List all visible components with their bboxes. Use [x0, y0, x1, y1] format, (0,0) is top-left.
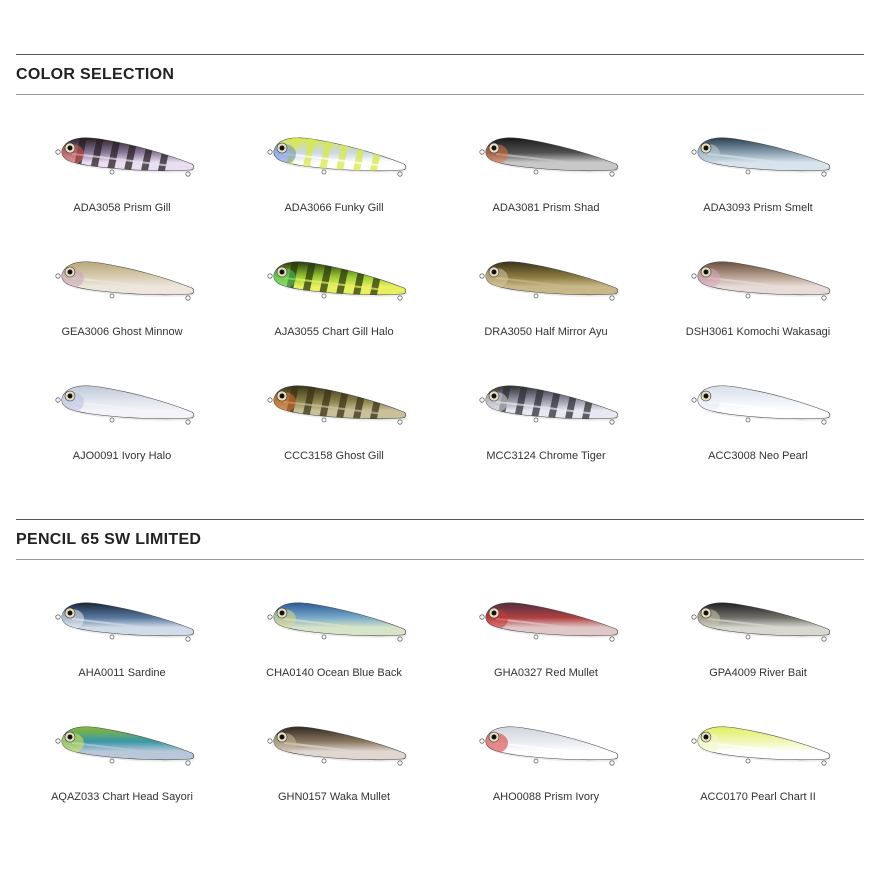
product-label[interactable]: CCC3158 Ghost Gill	[284, 450, 384, 462]
lure-icon[interactable]	[476, 593, 624, 649]
product-item[interactable]: CHA0140 Ocean Blue Back	[228, 593, 440, 693]
product-label[interactable]: MCC3124 Chrome Tiger	[486, 450, 606, 462]
lure-icon[interactable]	[264, 252, 412, 308]
lure-icon[interactable]	[52, 717, 200, 773]
lure-icon[interactable]	[264, 593, 412, 649]
product-item[interactable]: ACC3008 Neo Pearl	[652, 376, 864, 476]
product-label[interactable]: AJO0091 Ivory Halo	[72, 450, 172, 462]
product-label[interactable]: ACC0170 Pearl Chart II	[700, 791, 816, 803]
product-item[interactable]: ADA3081 Prism Shad	[440, 128, 652, 228]
product-item[interactable]: DSH3061 Komochi Wakasagi	[652, 252, 864, 352]
lure-icon[interactable]	[688, 376, 836, 432]
product-item[interactable]: AHO0088 Prism Ivory	[440, 717, 652, 817]
section-bottom-rule	[16, 94, 864, 95]
lure-icon[interactable]	[264, 376, 412, 432]
product-label[interactable]: DRA3050 Half Mirror Ayu	[484, 326, 608, 338]
product-label[interactable]: CHA0140 Ocean Blue Back	[266, 667, 402, 679]
product-label[interactable]: AHA0011 Sardine	[78, 667, 166, 679]
product-label[interactable]: ADA3066 Funky Gill	[284, 202, 384, 214]
product-item[interactable]: ADA3066 Funky Gill	[228, 128, 440, 228]
product-item[interactable]: CCC3158 Ghost Gill	[228, 376, 440, 476]
product-item[interactable]: AQAZ033 Chart Head Sayori	[16, 717, 228, 817]
product-item[interactable]: MCC3124 Chrome Tiger	[440, 376, 652, 476]
section-top-rule	[16, 519, 864, 520]
product-label[interactable]: GHA0327 Red Mullet	[494, 667, 598, 679]
product-label[interactable]: AJA3055 Chart Gill Halo	[274, 326, 394, 338]
product-item[interactable]: ACC0170 Pearl Chart II	[652, 717, 864, 817]
product-label[interactable]: GEA3006 Ghost Minnow	[61, 326, 183, 338]
product-item[interactable]: GEA3006 Ghost Minnow	[16, 252, 228, 352]
pencil-65-sw-limited-section: PENCIL 65 SW LIMITED AHA0011 Sardine CHA0…	[16, 519, 864, 839]
product-item[interactable]: AJA3055 Chart Gill Halo	[228, 252, 440, 352]
section-top-rule	[16, 54, 864, 55]
product-label[interactable]: AHO0088 Prism Ivory	[492, 791, 600, 803]
product-item[interactable]: GHN0157 Waka Mullet	[228, 717, 440, 817]
lure-icon[interactable]	[52, 128, 200, 184]
product-label[interactable]: ADA3093 Prism Smelt	[703, 202, 813, 214]
color-selection-section: COLOR SELECTION ADA3058 Prism Gill ADA306…	[16, 54, 864, 514]
product-label[interactable]: ADA3058 Prism Gill	[73, 202, 171, 214]
product-item[interactable]: ADA3093 Prism Smelt	[652, 128, 864, 228]
lure-icon[interactable]	[688, 717, 836, 773]
product-label[interactable]: ADA3081 Prism Shad	[492, 202, 600, 214]
product-item[interactable]: DRA3050 Half Mirror Ayu	[440, 252, 652, 352]
section-title: COLOR SELECTION	[16, 66, 175, 83]
product-label[interactable]: GPA4009 River Bait	[709, 667, 807, 679]
product-label[interactable]: ACC3008 Neo Pearl	[708, 450, 808, 462]
lure-icon[interactable]	[52, 593, 200, 649]
lure-icon[interactable]	[688, 252, 836, 308]
section-bottom-rule	[16, 559, 864, 560]
lure-icon[interactable]	[476, 252, 624, 308]
lure-icon[interactable]	[688, 128, 836, 184]
lure-icon[interactable]	[476, 376, 624, 432]
lure-icon[interactable]	[52, 376, 200, 432]
product-label[interactable]: DSH3061 Komochi Wakasagi	[685, 326, 831, 338]
lure-icon[interactable]	[476, 717, 624, 773]
product-label[interactable]: AQAZ033 Chart Head Sayori	[51, 791, 193, 803]
lure-icon[interactable]	[264, 128, 412, 184]
product-label[interactable]: GHN0157 Waka Mullet	[277, 791, 391, 803]
section-title: PENCIL 65 SW LIMITED	[16, 531, 202, 548]
lure-icon[interactable]	[688, 593, 836, 649]
product-item[interactable]: ADA3058 Prism Gill	[16, 128, 228, 228]
lure-icon[interactable]	[264, 717, 412, 773]
product-item[interactable]: GPA4009 River Bait	[652, 593, 864, 693]
lure-icon[interactable]	[476, 128, 624, 184]
lure-icon[interactable]	[52, 252, 200, 308]
product-item[interactable]: GHA0327 Red Mullet	[440, 593, 652, 693]
product-item[interactable]: AJO0091 Ivory Halo	[16, 376, 228, 476]
product-item[interactable]: AHA0011 Sardine	[16, 593, 228, 693]
